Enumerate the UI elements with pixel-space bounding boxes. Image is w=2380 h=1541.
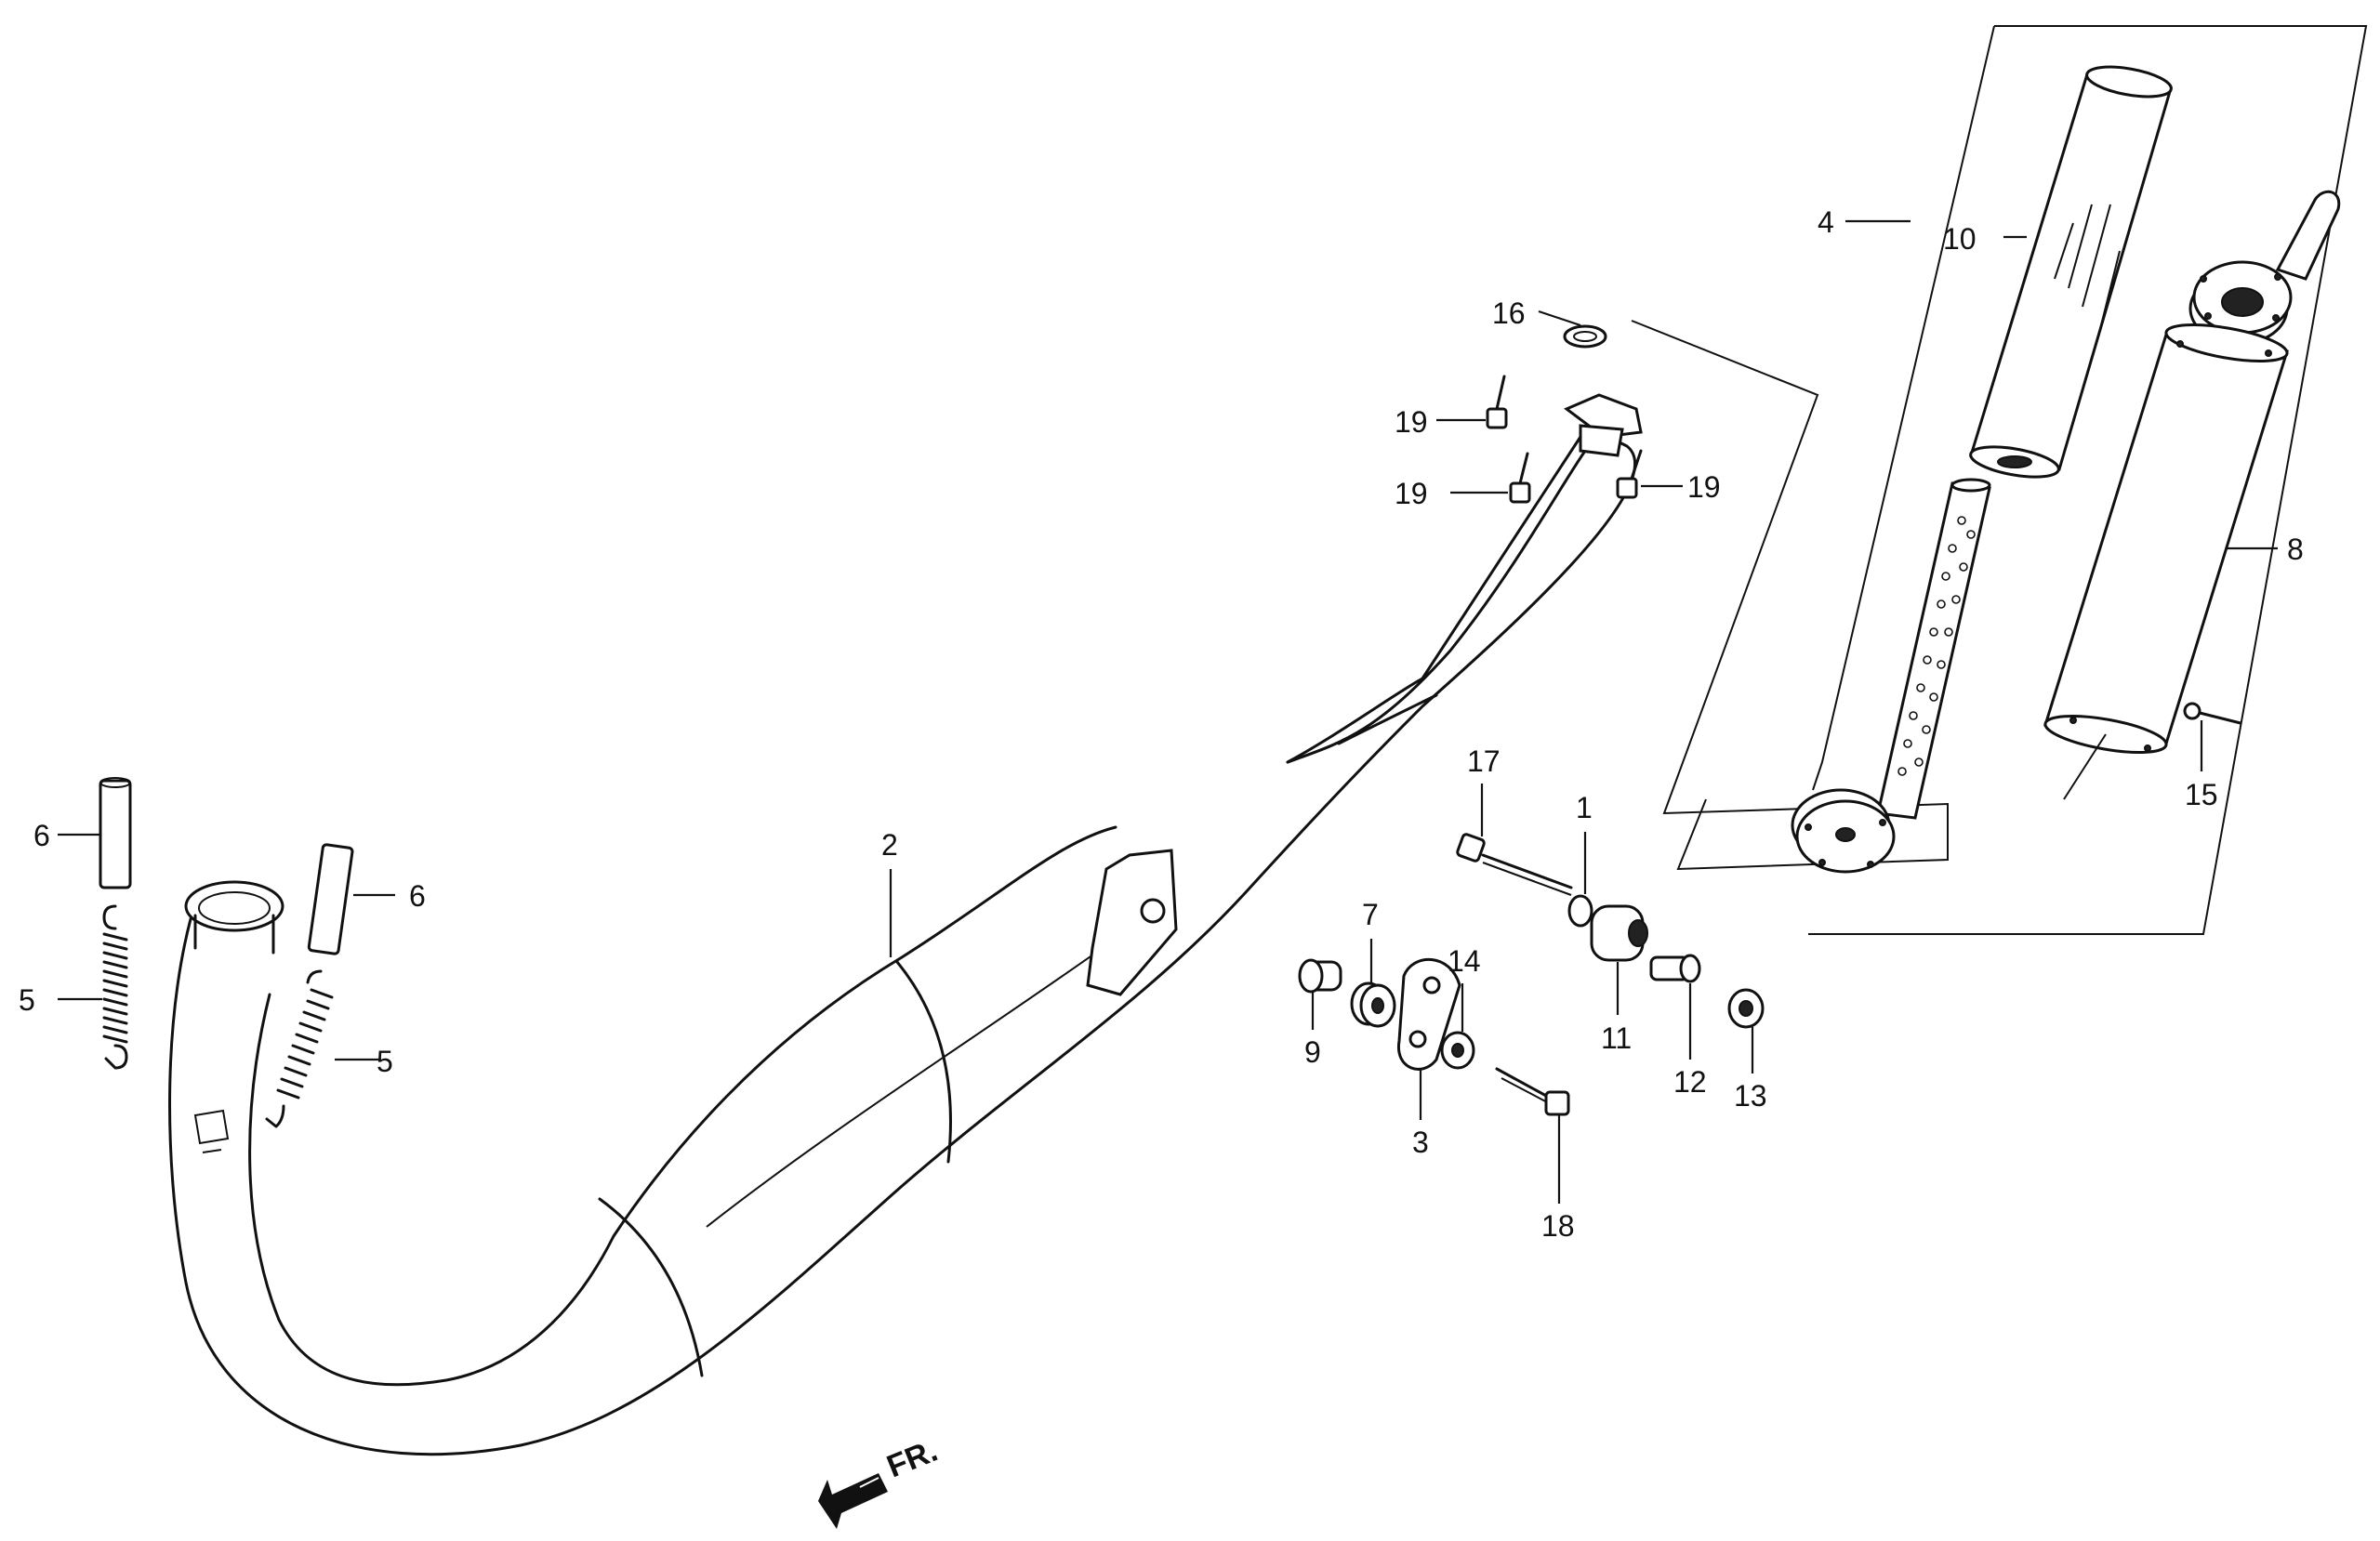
bolt-19-right bbox=[1616, 449, 1643, 499]
leader-lines bbox=[58, 219, 2278, 1204]
callout-2: 2 bbox=[881, 828, 898, 862]
gasket bbox=[1563, 324, 1607, 349]
silencer-tube bbox=[1969, 65, 2173, 479]
callout-19-right: 19 bbox=[1687, 470, 1721, 504]
callout-5-left: 5 bbox=[19, 983, 35, 1017]
spring-left bbox=[99, 777, 132, 1070]
callout-18: 18 bbox=[1541, 1209, 1575, 1243]
callout-12: 12 bbox=[1673, 1065, 1707, 1099]
perforated-core bbox=[1791, 478, 1991, 874]
bolt-19-mid bbox=[1509, 452, 1531, 504]
callout-numbers: 6 5 6 5 2 4 10 8 16 19 19 19 17 1 11 12 … bbox=[19, 205, 2304, 1243]
sleeve-left bbox=[99, 779, 132, 889]
callout-19-top: 19 bbox=[1395, 405, 1428, 439]
collar-12 bbox=[1649, 954, 1701, 983]
bracket-plate-3 bbox=[1397, 957, 1461, 1071]
rubber-7 bbox=[1350, 981, 1396, 1028]
callout-14: 14 bbox=[1448, 944, 1481, 978]
callout-5-right: 5 bbox=[377, 1045, 393, 1078]
callout-8: 8 bbox=[2287, 533, 2304, 566]
callout-11: 11 bbox=[1601, 1021, 1632, 1055]
callout-16: 16 bbox=[1492, 296, 1526, 330]
bolt-19-top bbox=[1486, 375, 1508, 429]
exhaust-pipe-assembly bbox=[168, 393, 1643, 1456]
screw-15 bbox=[2183, 702, 2242, 725]
pipe-inlet-flange bbox=[184, 880, 284, 932]
callout-7: 7 bbox=[1362, 898, 1379, 931]
rubber-mount-11 bbox=[1590, 904, 1648, 962]
washer-1 bbox=[1567, 894, 1593, 928]
callout-19-mid: 19 bbox=[1395, 477, 1428, 510]
front-label: FR. bbox=[882, 1433, 943, 1485]
bolt-17 bbox=[1456, 833, 1573, 896]
sleeve-right bbox=[307, 843, 354, 955]
silencer-outer-shell bbox=[2043, 323, 2289, 800]
silencer-end-cap bbox=[2188, 190, 2341, 346]
front-direction-arrow: FR. bbox=[818, 1433, 943, 1529]
callout-6-left: 6 bbox=[33, 819, 50, 852]
callout-10: 10 bbox=[1943, 222, 1977, 256]
callout-3: 3 bbox=[1412, 1126, 1429, 1159]
callout-1: 1 bbox=[1576, 791, 1593, 824]
silencer-group-frame bbox=[1631, 25, 2368, 935]
callout-15: 15 bbox=[2185, 778, 2218, 811]
callout-13: 13 bbox=[1734, 1079, 1767, 1113]
callout-4: 4 bbox=[1818, 205, 1834, 239]
spring-right bbox=[265, 843, 354, 1128]
collar-9 bbox=[1298, 958, 1342, 994]
callout-6-right: 6 bbox=[409, 879, 426, 913]
callout-17: 17 bbox=[1467, 744, 1501, 778]
callout-9: 9 bbox=[1304, 1035, 1321, 1069]
bolt-18 bbox=[1495, 1067, 1570, 1116]
